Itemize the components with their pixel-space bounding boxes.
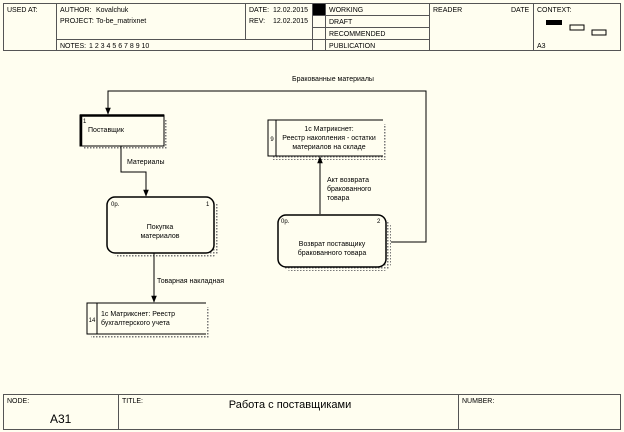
author-value: Kovalchuk (96, 7, 129, 14)
node-label: NODE: (7, 398, 30, 405)
activity-1-box[interactable] (106, 196, 215, 254)
header-divider-4 (429, 3, 430, 51)
flow-defective-materials (105, 90, 427, 243)
date-label: DATE: (249, 7, 270, 14)
project-label: PROJECT: (60, 18, 94, 25)
working-marker (313, 4, 325, 15)
datastore-9-id: 9 (270, 137, 274, 143)
datastore-9-label-line2: Реестр накопления - остатки (282, 135, 376, 142)
status-hline-3 (312, 39, 429, 40)
activity-2-number: 2 (377, 219, 381, 225)
activity-2-code: 0р. (281, 219, 290, 225)
activity-2-label-line2: бракованного товара (298, 249, 367, 257)
status-working: WORKING (329, 7, 364, 14)
status-draft: DRAFT (329, 19, 353, 26)
header-divider-5 (533, 3, 534, 51)
header-divider-2 (245, 3, 246, 39)
status-publication: PUBLICATION (329, 43, 376, 50)
status-recommended: RECOMMENDED (329, 31, 386, 38)
used-at-label: USED AT: (7, 7, 38, 14)
status-hline-2 (312, 27, 429, 28)
activity-1-label-line2: материалов (140, 233, 179, 240)
datastore-9-label-line1: 1с Матрикснет: (304, 126, 353, 133)
rev-value: 12.02.2015 (273, 18, 309, 25)
external-entity-number: 1 (83, 119, 87, 125)
flow-materials-label: Материалы (127, 159, 164, 166)
flow-return-act-line3: товара (327, 195, 349, 202)
footer-divider-1 (118, 394, 119, 430)
flow-materials (120, 146, 149, 197)
activity-2-label-line1: Возврат поставщику (299, 241, 366, 248)
notes-value: 1 2 3 4 5 6 7 8 9 10 (89, 43, 150, 50)
header-divider-1 (56, 3, 57, 51)
status-hline-1 (312, 15, 429, 16)
number-label: NUMBER: (462, 398, 495, 405)
datastore-9-label-line3: материалов на складе (292, 144, 365, 151)
activity-1-label-line1: Покупка (147, 224, 174, 231)
footer-divider-2 (458, 394, 459, 430)
datastore-14-box[interactable] (87, 303, 206, 334)
datastore-14-outline (86, 302, 206, 335)
activity-2-box[interactable] (277, 214, 387, 268)
rev-label: REV: (249, 18, 266, 25)
title-label: TITLE: (122, 398, 144, 405)
author-label: AUTHOR: (60, 7, 92, 14)
reader-date-label: DATE (511, 7, 530, 14)
date-value: 12.02.2015 (273, 7, 309, 14)
flow-invoice-label: Товарная накладная (157, 278, 224, 285)
datastore-14-label-line1: 1с Матрикснет: Реестр (101, 311, 175, 318)
header-hline-notes (56, 39, 312, 40)
context-thumbnail-icon (546, 20, 607, 36)
datastore-9-outline (267, 119, 383, 157)
context-label: CONTEXT: (537, 7, 572, 14)
flow-return-act-line1: Акт возврата (327, 177, 369, 184)
context-node: A3 (537, 43, 546, 50)
project-value: To-be_matrixnet (96, 18, 147, 25)
external-entity-label: Поставщик (88, 127, 125, 134)
footer-frame (3, 394, 621, 430)
status-col-line (325, 3, 326, 51)
diagram-title: Работа с поставщиками (228, 399, 352, 411)
flow-defective-label: Бракованные материалы (292, 76, 374, 83)
node-value: A31 (50, 412, 72, 426)
activity-1-code: 0р. (111, 202, 120, 208)
activity-1-number: 1 (206, 202, 210, 208)
reader-label: READER (433, 7, 463, 14)
datastore-14-label-line2: бухгалтерского учета (101, 319, 170, 327)
flow-return-act-line2: бракованного (327, 185, 371, 193)
notes-label: NOTES: (60, 43, 87, 50)
datastore-9-box[interactable] (268, 120, 383, 156)
datastore-14-id: 14 (89, 318, 96, 324)
